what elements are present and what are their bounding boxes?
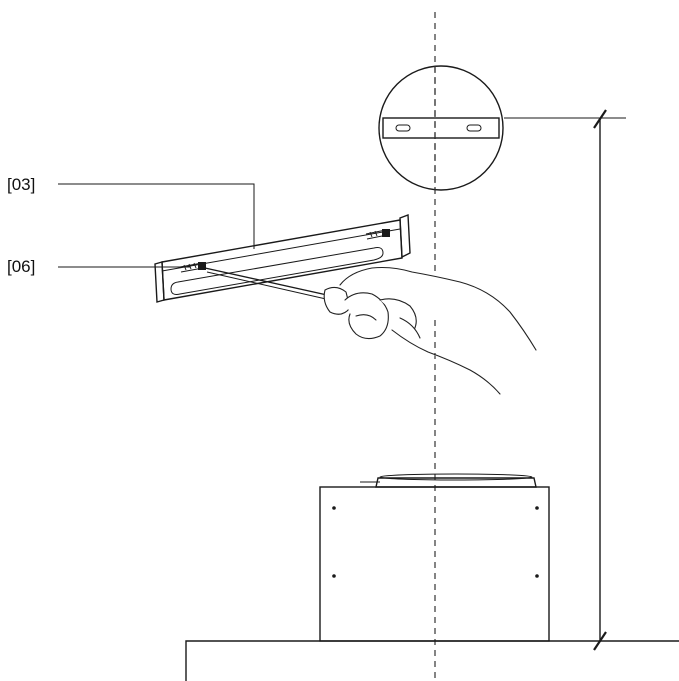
- screwdriver: [204, 267, 351, 315]
- base-surface: [185, 640, 679, 681]
- callout-06-label: [06]: [7, 257, 35, 276]
- callout-03: [03]: [7, 175, 255, 249]
- callout-03-label: [03]: [7, 175, 35, 194]
- screw-right: [365, 229, 390, 240]
- screw-left: [179, 262, 206, 273]
- hand: [339, 266, 537, 395]
- detail-circle: [378, 65, 626, 191]
- mounting-bracket: [154, 214, 411, 303]
- callout-06: [06]: [7, 257, 190, 276]
- height-dimension: [593, 109, 607, 651]
